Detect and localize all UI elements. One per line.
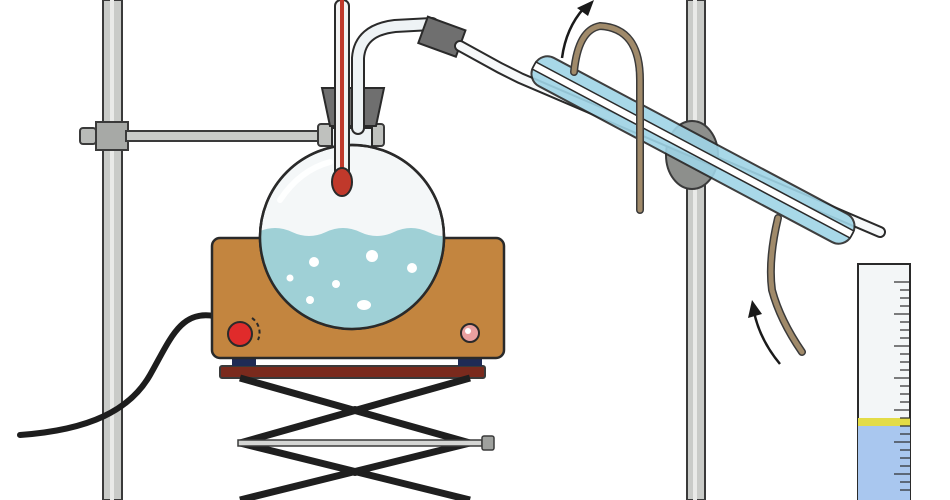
retort-stand-right bbox=[686, 0, 706, 500]
power-cable bbox=[17, 312, 217, 438]
flask-liquid bbox=[260, 228, 444, 329]
water-out-arrow bbox=[560, 0, 594, 59]
liebig-condenser bbox=[530, 55, 856, 245]
cylinder-scale bbox=[894, 281, 910, 491]
thermometer bbox=[331, 0, 353, 197]
graduated-cylinder bbox=[857, 263, 911, 500]
power-knob bbox=[227, 317, 261, 347]
water-outlet-hose bbox=[570, 21, 644, 214]
retort-stand-left bbox=[102, 0, 123, 500]
indicator-light bbox=[460, 323, 480, 343]
round-bottom-flask bbox=[258, 127, 446, 331]
water-in-arrow bbox=[748, 300, 781, 365]
scissor-lab-jack bbox=[219, 358, 495, 500]
water-inlet-hose bbox=[766, 214, 806, 356]
